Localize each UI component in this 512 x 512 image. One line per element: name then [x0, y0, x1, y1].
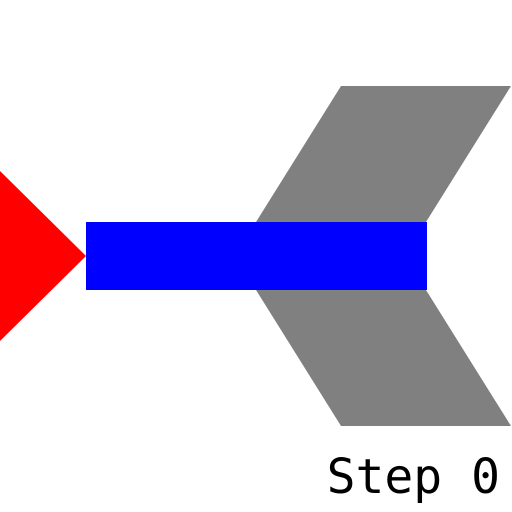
obstacle-lower-wing — [256, 290, 511, 426]
obstacle-upper-wing — [256, 86, 511, 222]
player-triangle — [0, 171, 86, 341]
beam — [86, 222, 427, 290]
step-counter: Step 0 — [326, 449, 500, 505]
obstacle — [256, 86, 511, 426]
